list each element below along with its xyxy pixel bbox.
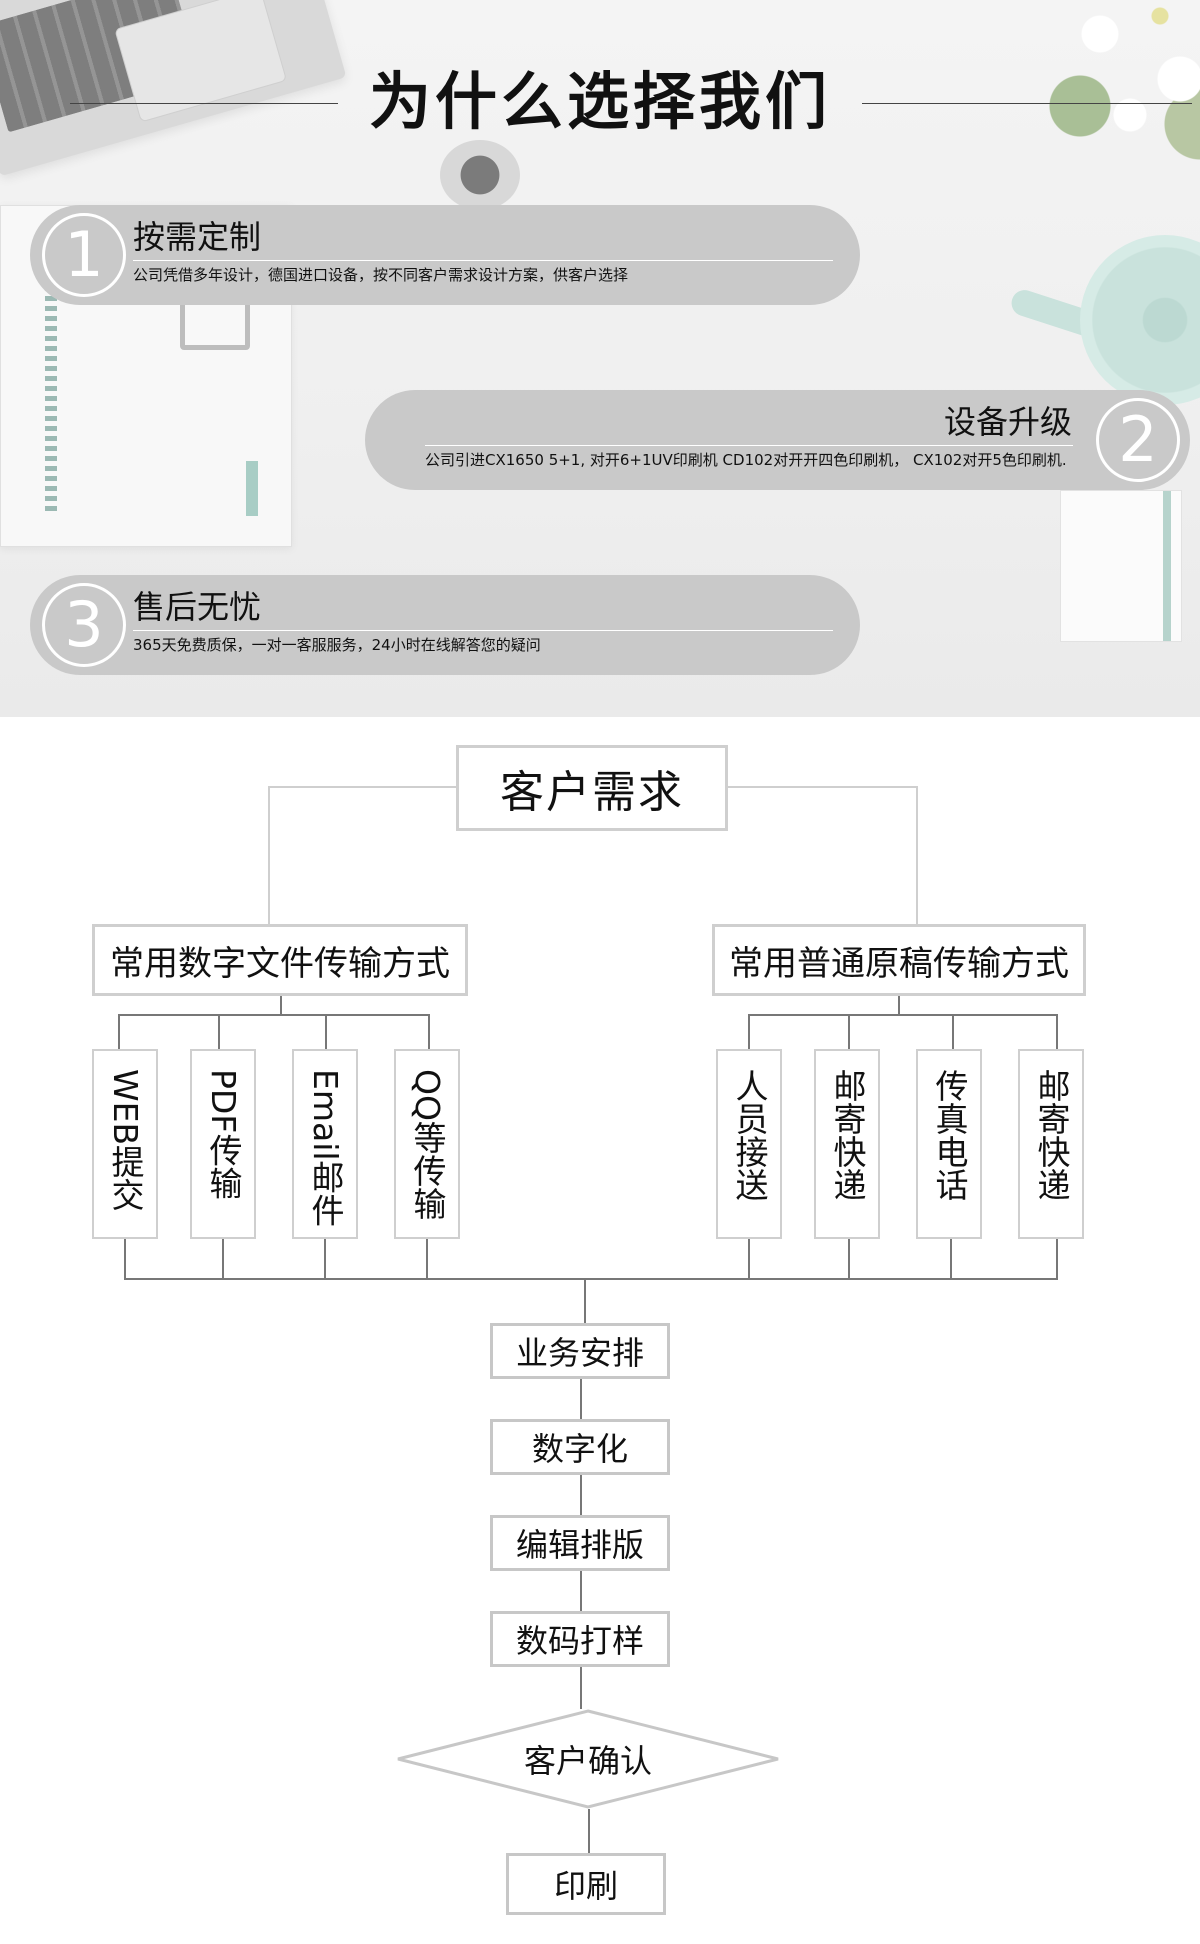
node-web-submit: WEB提交	[92, 1049, 158, 1239]
node-mail-express-2: 邮寄快递	[1018, 1049, 1084, 1239]
connector	[118, 1014, 430, 1016]
node-digital-proofing: 数码打样	[490, 1611, 670, 1667]
connector	[748, 1239, 750, 1279]
feature-title-1: 按需定制	[133, 218, 262, 256]
connector	[325, 1014, 327, 1049]
feature-title-2: 设备升级	[943, 403, 1072, 441]
node-digital-transfer: 常用数字文件传输方式	[92, 924, 468, 996]
feature-divider-1	[133, 260, 833, 261]
connector	[428, 1014, 430, 1049]
connector	[426, 1239, 428, 1279]
feature-divider-3	[133, 630, 833, 631]
flowers-image	[1040, 0, 1200, 160]
connector	[952, 1014, 954, 1049]
connector	[580, 1571, 582, 1611]
connector	[268, 786, 456, 788]
connector	[950, 1239, 952, 1279]
connector	[580, 1379, 582, 1419]
feature-card-3: 3 售后无忧 365天免费质保，一对一客服服务，24小时在线解答您的疑问	[30, 575, 860, 675]
dot-notepad-image	[1060, 490, 1182, 642]
connector	[324, 1239, 326, 1279]
feature-title-3: 售后无忧	[133, 588, 262, 626]
feature-card-1: 1 按需定制 公司凭借多年设计，德国进口设备，按不同客户需求设计方案，供客户选择	[30, 205, 860, 305]
connector	[1056, 1014, 1058, 1049]
node-layout-editing: 编辑排版	[490, 1515, 670, 1571]
feature-desc-2: 公司引进CX1650 5+1, 对开6+1UV印刷机 CD102对开开四色印刷机…	[425, 451, 1067, 469]
node-digitization: 数字化	[490, 1419, 670, 1475]
feature-number-3: 3	[42, 583, 126, 667]
node-fax-phone: 传真电话	[916, 1049, 982, 1239]
node-customer-demand: 客户需求	[456, 745, 728, 831]
connector	[118, 1014, 120, 1049]
connector	[898, 996, 900, 1014]
hero-section: 为什么选择我们 1 按需定制 公司凭借多年设计，德国进口设备，按不同客户需求设计…	[0, 0, 1200, 717]
connector	[124, 1278, 1058, 1280]
title-divider-left	[70, 103, 338, 104]
connector	[268, 786, 270, 924]
feature-desc-1: 公司凭借多年设计，德国进口设备，按不同客户需求设计方案，供客户选择	[133, 266, 629, 284]
connector	[748, 1014, 750, 1049]
node-pdf-transfer: PDF传输	[190, 1049, 256, 1239]
connector	[580, 1475, 582, 1515]
feature-desc-3: 365天免费质保，一对一客服服务，24小时在线解答您的疑问	[133, 636, 541, 654]
title-divider-right	[862, 103, 1192, 104]
node-customer-confirmation: 客户确认	[523, 1742, 652, 1780]
feature-card-2: 设备升级 公司引进CX1650 5+1, 对开6+1UV印刷机 CD102对开开…	[365, 390, 1190, 490]
node-personnel-pickup: 人员接送	[716, 1049, 782, 1239]
teapot-image	[1080, 235, 1200, 405]
feature-number-2: 2	[1096, 398, 1180, 482]
process-flowchart: 客户需求 常用数字文件传输方式 常用普通原稿传输方式 WEB提交 PDF传输 E…	[0, 717, 1200, 1944]
node-printing: 印刷	[506, 1853, 666, 1915]
node-original-transfer: 常用普通原稿传输方式	[712, 924, 1086, 996]
node-qq-transfer: QQ等传输	[394, 1049, 460, 1239]
connector	[748, 1014, 1058, 1016]
node-business-arrangement: 业务安排	[490, 1323, 670, 1379]
connector	[218, 1014, 220, 1049]
feature-divider-2	[425, 445, 1073, 446]
connector	[280, 996, 282, 1014]
connector	[916, 786, 918, 924]
coffee-cup-image	[440, 140, 520, 210]
laptop-image	[0, 0, 347, 177]
feature-number-1: 1	[42, 213, 126, 297]
connector	[848, 1014, 850, 1049]
binder-clip-image	[180, 300, 250, 350]
page-title: 为什么选择我们	[368, 65, 831, 138]
connector	[588, 1809, 590, 1853]
connector	[728, 786, 918, 788]
connector	[1056, 1239, 1058, 1279]
node-mail-express: 邮寄快递	[814, 1049, 880, 1239]
node-email: Email邮件	[292, 1049, 358, 1239]
connector	[848, 1239, 850, 1279]
connector	[222, 1239, 224, 1279]
connector	[124, 1239, 126, 1279]
connector	[584, 1278, 586, 1323]
connector	[580, 1667, 582, 1709]
decision-diamond	[397, 1709, 779, 1809]
